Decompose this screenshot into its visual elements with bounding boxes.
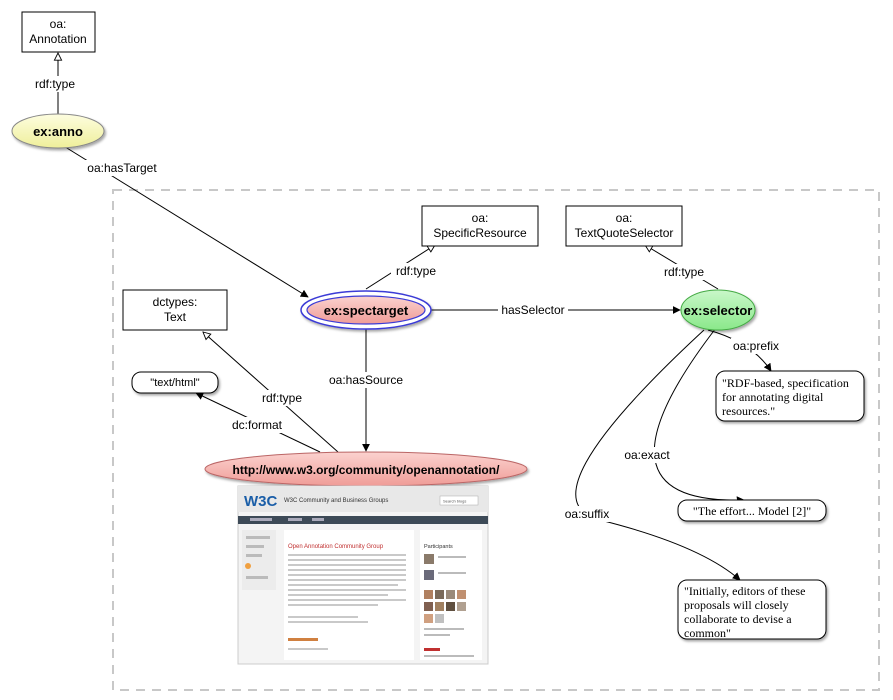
- node-ex-anno: ex:anno: [11, 113, 105, 149]
- svg-text:resources.": resources.": [722, 404, 775, 418]
- literal-text-html: "text/html": [131, 371, 219, 394]
- edge-label-has-target: oa:hasTarget: [84, 160, 162, 176]
- svg-text:oa:suffix: oa:suffix: [565, 507, 609, 521]
- svg-text:common": common": [684, 626, 731, 640]
- literal-prefix: "RDF-based, specification for annotating…: [715, 370, 865, 422]
- svg-text:dc:format: dc:format: [232, 418, 283, 432]
- svg-text:rdf:type: rdf:type: [664, 265, 704, 279]
- svg-text:Participants: Participants: [424, 544, 453, 550]
- svg-text:Search blogs: Search blogs: [443, 499, 466, 504]
- svg-text:rdf:type: rdf:type: [396, 264, 436, 278]
- edge-label-oa-suffix: oa:suffix: [561, 506, 613, 522]
- svg-text:Text: Text: [164, 310, 187, 324]
- svg-text:oa:: oa:: [50, 17, 67, 31]
- svg-text:W3C Community and Business Gro: W3C Community and Business Groups: [284, 498, 388, 504]
- literal-suffix: "Initially, editors of these proposals w…: [677, 579, 827, 640]
- svg-text:oa:prefix: oa:prefix: [733, 339, 779, 353]
- webpage-screenshot-thumbnail: W3C W3C Community and Business Groups Se…: [237, 485, 489, 665]
- svg-text:proposals will closely: proposals will closely: [684, 598, 789, 612]
- node-source-url: http://www.w3.org/community/openannotati…: [204, 451, 528, 487]
- edge-label-oa-exact: oa:exact: [622, 447, 672, 463]
- svg-text:TextQuoteSelector: TextQuoteSelector: [575, 226, 674, 240]
- svg-text:Open Annotation Community Grou: Open Annotation Community Group: [288, 544, 384, 550]
- edge-label-selector-type: rdf:type: [660, 264, 710, 280]
- svg-text:http://www.w3.org/community/op: http://www.w3.org/community/openannotati…: [233, 463, 501, 477]
- class-box-specific-resource: oa: SpecificResource: [421, 205, 539, 247]
- svg-text:"text/html": "text/html": [150, 377, 199, 389]
- svg-text:SpecificResource: SpecificResource: [433, 226, 527, 240]
- svg-text:dctypes:: dctypes:: [153, 295, 198, 309]
- edge-label-has-selector: hasSelector: [498, 302, 568, 318]
- svg-text:"The effort... Model [2]": "The effort... Model [2]": [693, 504, 811, 518]
- svg-text:rdf:type: rdf:type: [262, 391, 302, 405]
- w3c-logo: W3C: [244, 493, 278, 510]
- edge-label-spectarget-type: rdf:type: [391, 263, 441, 279]
- class-box-text-quote-selector: oa: TextQuoteSelector: [565, 205, 683, 247]
- svg-text:rdf:type: rdf:type: [35, 77, 75, 91]
- svg-text:ex:anno: ex:anno: [33, 124, 83, 139]
- svg-text:collaborate to devise a: collaborate to devise a: [684, 612, 792, 626]
- edge-label-anno-type: rdf:type: [26, 76, 84, 92]
- svg-text:"RDF-based, specification: "RDF-based, specification: [722, 376, 849, 390]
- svg-text:oa:hasTarget: oa:hasTarget: [87, 161, 157, 175]
- svg-text:ex:selector: ex:selector: [684, 303, 753, 318]
- search-box: [439, 495, 479, 506]
- class-box-dctypes-text: dctypes: Text: [122, 289, 228, 331]
- edge-label-oa-prefix: oa:prefix: [731, 338, 781, 354]
- svg-text:oa:exact: oa:exact: [624, 448, 670, 462]
- edge-label-dc-format: dc:format: [228, 417, 286, 433]
- svg-text:oa:hasSource: oa:hasSource: [329, 373, 403, 387]
- edge-label-source-type: rdf:type: [258, 390, 306, 406]
- svg-text:oa:: oa:: [472, 211, 489, 225]
- svg-text:"Initially, editors of these: "Initially, editors of these: [684, 584, 805, 598]
- specific-resource-group-border: [112, 189, 880, 691]
- svg-text:hasSelector: hasSelector: [501, 303, 564, 317]
- svg-text:for annotating digital: for annotating digital: [722, 390, 824, 404]
- svg-text:oa:: oa:: [616, 211, 633, 225]
- edge-label-has-source: oa:hasSource: [325, 372, 405, 388]
- node-ex-spectarget: ex:spectarget: [300, 290, 432, 330]
- class-box-annotation: oa: Annotation: [21, 11, 96, 53]
- literal-exact: "The effort... Model [2]": [677, 499, 827, 522]
- node-ex-selector: ex:selector: [680, 289, 756, 331]
- svg-text:ex:spectarget: ex:spectarget: [324, 303, 409, 318]
- svg-text:Annotation: Annotation: [29, 32, 86, 46]
